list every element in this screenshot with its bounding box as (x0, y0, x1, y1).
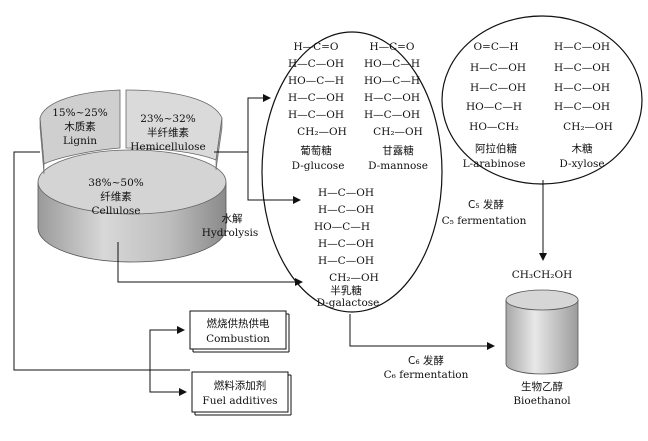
xylose-row-2: H—C—OH (554, 62, 610, 74)
mannose-cn: 甘露糖 (382, 144, 414, 157)
galactose-en: D-galactose (317, 297, 380, 309)
lignin-percent: 15%~25% (52, 107, 107, 119)
glucose-row-5: H—C—OH (288, 109, 344, 121)
combustion-box (189, 310, 290, 353)
cellulose-en: Cellulose (91, 205, 140, 217)
glucose-row-3: HO—C—H (288, 75, 344, 87)
bioethanol-cylinder (505, 289, 579, 375)
glucose-structure: H—C=O H—C—OH HO—C—H H—C—OH H—C—OH CH₂—OH… (288, 41, 347, 172)
fuel-additives-cn: 燃料添加剂 (214, 379, 267, 392)
combustion-cn: 燃烧供热供电 (207, 317, 270, 330)
galactose-row-6: CH₂—OH (329, 272, 379, 284)
hemicellulose-en: Hemicellulose (130, 141, 206, 153)
fuel-additives-en: Fuel additives (202, 395, 277, 407)
glucose-row-4: H—C—OH (288, 92, 344, 104)
galactose-row-5: H—C—OH (318, 255, 374, 267)
bioethanol-en: Bioethanol (513, 395, 571, 407)
glucose-row-6: CH₂—OH (297, 126, 347, 138)
arabinose-row-1: O=C—H (473, 41, 518, 53)
c6-fermentation-en: C₆ fermentation (384, 369, 469, 381)
glucose-en: D-glucose (292, 160, 345, 172)
galactose-row-4: H—C—OH (318, 238, 374, 250)
mannose-en: D-mannose (368, 160, 428, 172)
c6-fermentation-cn: C₆ 发酵 (408, 354, 444, 367)
hemicellulose-percent: 23%~32% (140, 113, 195, 125)
arabinose-row-3: H—C—OH (470, 82, 526, 94)
galactose-row-2: H—C—OH (318, 204, 374, 216)
arabinose-row-4: HO—C—H (466, 101, 522, 113)
cellulose-cn: 纤维素 (100, 190, 132, 203)
arabinose-en: L-arabinose (463, 158, 526, 170)
glucose-row-2: H—C—OH (288, 58, 344, 70)
hydrolysis-cn: 水解 (222, 212, 243, 225)
arabinose-cn: 阿拉伯糖 (475, 142, 517, 155)
xylose-row-1: H—C—OH (554, 41, 610, 53)
hemicellulose-cn: 半纤维素 (147, 126, 189, 139)
galactose-cn: 半乳糖 (330, 284, 362, 297)
mannose-row-3: HO—C—H (364, 75, 420, 87)
lignin-cn: 木质素 (64, 120, 96, 133)
arabinose-row-2: H—C—OH (470, 62, 526, 74)
galactose-structure: H—C—OH H—C—OH HO—C—H H—C—OH H—C—OH CH₂—O… (314, 187, 379, 309)
mannose-row-2: HO—C—H (364, 58, 420, 70)
lignin-en: Lignin (63, 135, 97, 147)
mannose-row-6: CH₂—OH (373, 126, 423, 138)
mannose-row-1: H—C=O (369, 41, 414, 53)
composition-pie (37, 89, 227, 263)
pentose-ellipse (441, 15, 643, 185)
glucose-cn: 葡萄糖 (300, 144, 332, 157)
fuel-additives-box (191, 371, 292, 416)
lignin-slice (39, 89, 121, 165)
bioethanol-cn: 生物乙醇 (521, 380, 563, 393)
mannose-row-4: H—C—OH (364, 92, 420, 104)
ethanol-formula: CH₃CH₂OH (512, 269, 573, 281)
arabinose-row-5: HO—CH₂ (469, 121, 519, 133)
arabinose-structure: O=C—H H—C—OH H—C—OH HO—C—H HO—CH₂ 阿拉伯糖 L… (463, 41, 526, 170)
c5-fermentation-en: C₅ fermentation (442, 215, 527, 227)
xylose-cn: 木糖 (572, 142, 593, 155)
xylose-row-3: H—C—OH (554, 82, 610, 94)
cellulose-slice (37, 149, 227, 215)
c5-fermentation-cn: C₅ 发酵 (468, 198, 504, 211)
hexose-ellipse (261, 31, 443, 313)
mannose-row-5: H—C—OH (364, 109, 420, 121)
xylose-row-4: H—C—OH (554, 101, 610, 113)
galactose-row-3: HO—C—H (314, 221, 370, 233)
connectors (13, 94, 547, 396)
hydrolysis-en: Hydrolysis (202, 227, 259, 239)
mannose-structure: H—C=O HO—C—H HO—C—H H—C—OH H—C—OH CH₂—OH… (364, 41, 428, 172)
galactose-row-1: H—C—OH (318, 187, 374, 199)
xylose-en: D-xylose (559, 158, 604, 170)
combustion-en: Combustion (206, 333, 270, 345)
glucose-row-1: H—C=O (293, 41, 338, 53)
xylose-structure: H—C—OH H—C—OH H—C—OH H—C—OH CH₂—OH 木糖 D-… (554, 41, 613, 170)
cellulose-percent: 38%~50% (88, 177, 143, 189)
xylose-row-5: CH₂—OH (563, 121, 613, 133)
